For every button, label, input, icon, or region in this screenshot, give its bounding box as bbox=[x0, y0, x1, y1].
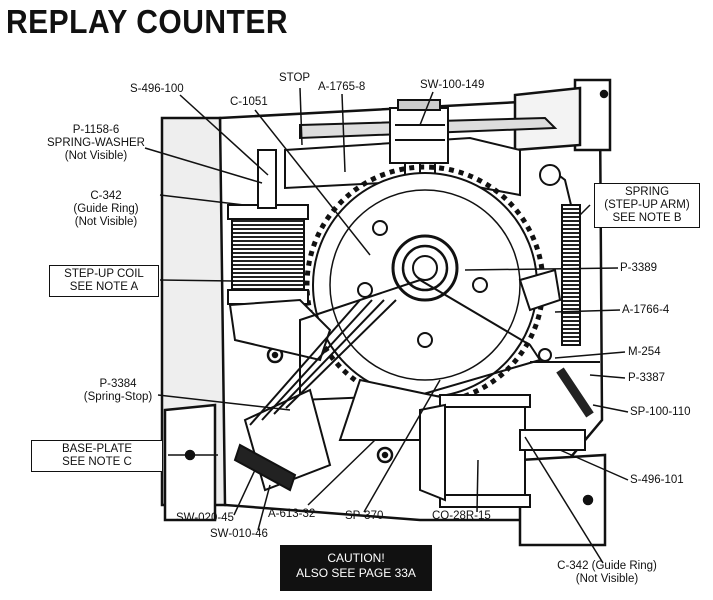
note-line: STEP-UP COIL bbox=[64, 268, 144, 280]
label-line: SPRING-WASHER bbox=[47, 137, 145, 149]
label-p-1158-6: P-1158-6 SPRING-WASHER (Not Visible) bbox=[40, 124, 152, 163]
note-line: SEE NOTE C bbox=[62, 456, 132, 468]
note-spring-step-up-arm: SPRING (STEP-UP ARM) SEE NOTE B bbox=[594, 183, 700, 228]
label-stop: STOP bbox=[279, 72, 311, 84]
springs bbox=[530, 164, 600, 418]
label-a-613-32: A-613-32 bbox=[268, 508, 316, 520]
label-s-496-100: S-496-100 bbox=[130, 83, 184, 95]
label-line: (Spring-Stop) bbox=[83, 391, 153, 403]
coil-co-28r-15 bbox=[419, 394, 586, 508]
ratchet-wheel bbox=[304, 164, 546, 406]
label-p-3387: P-3387 bbox=[628, 372, 666, 384]
label-sw-010-46: SW-010-46 bbox=[210, 528, 268, 540]
leader-lines bbox=[144, 87, 629, 564]
label-line: (Not Visible) bbox=[64, 150, 128, 162]
label-line: P-1158-6 bbox=[72, 124, 120, 136]
label-line: (Guide Ring) bbox=[73, 203, 139, 215]
label-line: C-342 (Guide Ring) bbox=[557, 560, 657, 572]
note-line: (STEP-UP ARM) bbox=[604, 199, 690, 211]
label-line: (Not Visible) bbox=[74, 216, 138, 228]
label-sp-100-110: SP-100-110 bbox=[630, 406, 691, 418]
switch-sw-100-149 bbox=[389, 99, 449, 178]
note-base-plate: BASE-PLATE SEE NOTE C bbox=[31, 440, 163, 472]
step-up-coil bbox=[227, 149, 332, 362]
label-c-342-bottom: C-342 (Guide Ring) (Not Visible) bbox=[548, 560, 666, 586]
note-line: SEE NOTE B bbox=[612, 212, 682, 224]
label-sw-100-149: SW-100-149 bbox=[420, 79, 485, 91]
label-sw-020-45: SW-020-45 bbox=[176, 512, 234, 524]
label-a-1766-4: A-1766-4 bbox=[622, 304, 670, 316]
note-step-up-coil: STEP-UP COIL SEE NOTE A bbox=[49, 265, 159, 297]
label-line: C-342 bbox=[90, 190, 122, 202]
label-line: (Not Visible) bbox=[575, 573, 639, 585]
switch-stack bbox=[233, 299, 397, 492]
label-line: P-3384 bbox=[99, 378, 137, 390]
caution-banner: CAUTION! ALSO SEE PAGE 33A bbox=[280, 545, 432, 591]
caution-text: ALSO SEE PAGE 33A bbox=[296, 566, 416, 580]
caution-heading: CAUTION! bbox=[327, 551, 385, 565]
note-line: SPRING bbox=[624, 186, 670, 198]
label-p-3389: P-3389 bbox=[620, 262, 658, 274]
label-a-1765-8: A-1765-8 bbox=[318, 81, 366, 93]
label-s-496-101: S-496-101 bbox=[630, 474, 684, 486]
label-c-342-top: C-342 (Guide Ring) (Not Visible) bbox=[54, 190, 158, 229]
label-co-28r-15: CO-28R-15 bbox=[432, 510, 491, 522]
note-line: BASE-PLATE bbox=[61, 443, 133, 455]
page-title: REPLAY COUNTER bbox=[6, 4, 289, 41]
note-line: SEE NOTE A bbox=[69, 281, 139, 293]
label-c-1051: C-1051 bbox=[230, 96, 268, 108]
label-sp-370: SP-370 bbox=[345, 510, 384, 522]
label-m-254: M-254 bbox=[628, 346, 661, 358]
label-p-3384: P-3384 (Spring-Stop) bbox=[70, 378, 166, 404]
